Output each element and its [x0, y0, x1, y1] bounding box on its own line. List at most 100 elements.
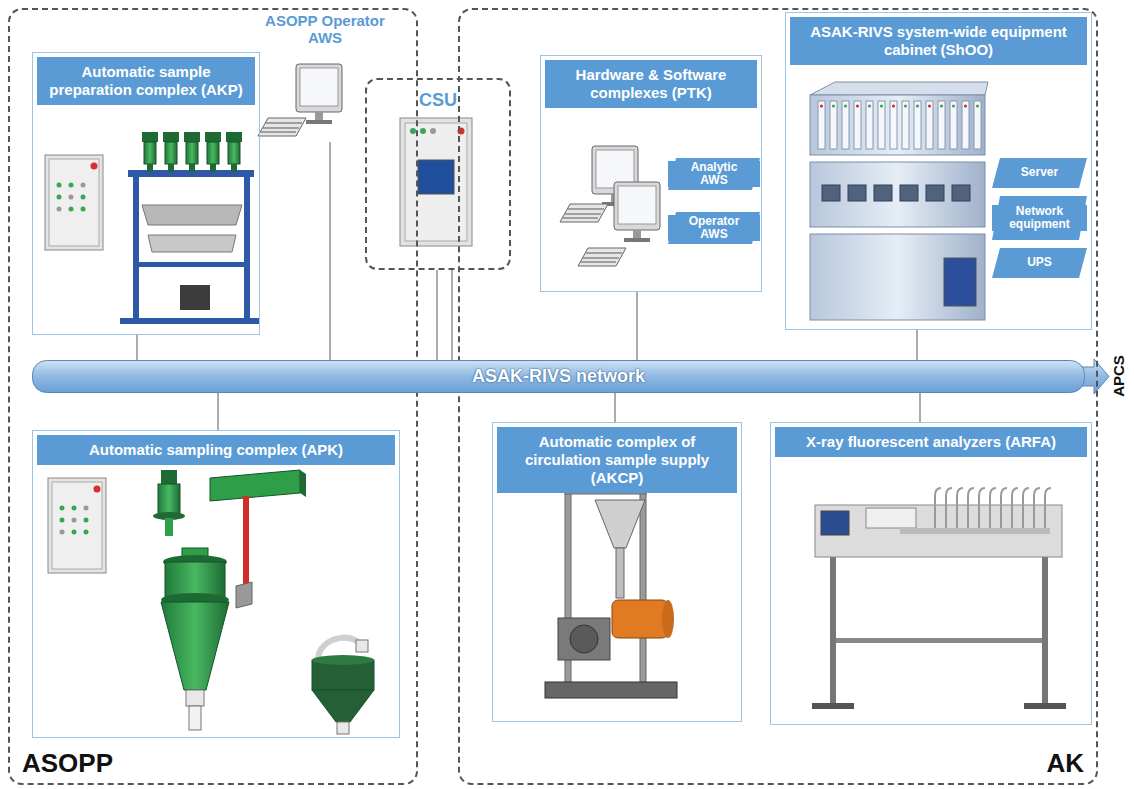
node-label: UPS [1017, 256, 1062, 269]
circulation-sample-supply [570, 625, 598, 653]
sample-preparation-rack [120, 318, 260, 324]
sampling-equipment [48, 478, 106, 573]
node-label: ASOPP Operator AWS [250, 12, 400, 51]
operator-workstation [258, 118, 306, 136]
xrf-analyzer [815, 505, 1062, 557]
network-link [919, 393, 920, 422]
operator-workstation [258, 64, 342, 136]
drive-slot [818, 101, 825, 149]
box-heading: Hardware & Software complexes (PTK) [545, 60, 757, 108]
system-region: AK Hardware & Software complexes (PTK) Ana… [458, 8, 1098, 785]
component-tag: UPS [992, 248, 1087, 278]
server-rack [810, 95, 985, 155]
status-led [868, 104, 871, 107]
complex-box: Automatic sampling complex (APK) [32, 430, 400, 738]
node-label: Operator AWS [668, 215, 760, 241]
sample-preparation-rack [142, 205, 242, 225]
network-port [822, 185, 840, 201]
status-led [904, 104, 907, 107]
network-link [614, 393, 615, 422]
xrf-analyzer [866, 508, 916, 528]
server-rack [810, 82, 988, 320]
csu-cabinet [418, 160, 454, 194]
network-bus: ASAK-RIVS network [32, 360, 1085, 393]
control-cabinet [45, 155, 103, 250]
sampling-equipment [210, 470, 300, 501]
sample-tube [935, 488, 941, 528]
tag-shape [668, 212, 760, 244]
status-led [964, 104, 967, 107]
network-port [926, 185, 944, 201]
drive-slot [950, 101, 957, 149]
sampling-equipment [165, 518, 173, 536]
sample-preparation-rack [180, 285, 210, 310]
server-rack [944, 258, 976, 306]
circulation-sample-supply [545, 682, 677, 698]
sample-tube [1001, 488, 1007, 528]
drive-slot [926, 101, 933, 149]
sampling-equipment [356, 640, 368, 652]
status-led [820, 104, 823, 107]
control-cabinet [45, 155, 103, 250]
csu-cabinet [410, 128, 416, 134]
drive-slot [854, 101, 861, 149]
sampling-equipment [337, 722, 349, 734]
sample-tube [979, 488, 985, 528]
xrf-analyzer [836, 638, 1042, 643]
server-rack [810, 234, 985, 320]
sampling-equipment [186, 690, 204, 706]
server-rack [810, 82, 988, 95]
sampling-equipment [243, 496, 249, 588]
status-led [952, 104, 955, 107]
drive-slot [938, 101, 945, 149]
sample-preparation-rack [184, 132, 200, 172]
sample-tube [1045, 488, 1051, 528]
network-pipe [33, 361, 1085, 393]
node-label: Analytic AWS [668, 161, 760, 187]
network-link [916, 330, 917, 360]
box-heading: X-ray fluorescent analyzers (ARFA) [775, 427, 1087, 457]
csu-cabinet [430, 128, 436, 134]
workstation-node: ASOPP Operator AWS [250, 12, 400, 142]
xrf-analyzer [812, 703, 854, 709]
sampling-equipment [161, 470, 177, 484]
drive-slot [830, 101, 837, 149]
status-led [892, 104, 895, 107]
circulation-sample-supply [565, 492, 571, 692]
node-label: Network equipment [992, 205, 1087, 231]
drive-slot [866, 101, 873, 149]
drive-slot [842, 101, 849, 149]
network-port [952, 185, 970, 201]
network-link [437, 270, 452, 360]
status-led [928, 104, 931, 107]
sample-preparation-rack [142, 132, 158, 172]
sample-tube [1012, 488, 1018, 528]
circulation-sample-supply [616, 548, 624, 598]
node-label: CSU [367, 80, 509, 111]
workstation-pair [560, 146, 660, 266]
status-led [976, 104, 979, 107]
sampling-equipment [236, 582, 252, 608]
status-led [916, 104, 919, 107]
complex-box: Automatic sample preparation complex (AK… [32, 52, 260, 335]
csu-cabinet [420, 128, 426, 134]
status-led [880, 104, 883, 107]
circulation-sample-supply [662, 600, 674, 638]
xrf-analyzer [900, 528, 1050, 534]
component-tag: Operator AWS [668, 212, 760, 244]
sample-preparation-rack [120, 132, 260, 324]
sample-preparation-rack [205, 132, 221, 172]
circulation-sample-supply [595, 500, 645, 548]
circulation-sample-supply [612, 600, 668, 638]
network-link [329, 142, 330, 360]
workstation-pair [560, 204, 608, 222]
sampling-equipment [312, 690, 374, 722]
node-label: Server [1011, 166, 1068, 179]
sampling-equipment [312, 655, 374, 665]
status-led [856, 104, 859, 107]
region-label: AK [1034, 748, 1096, 783]
sampling-equipment [48, 470, 374, 734]
sample-tube [1023, 488, 1029, 528]
sampling-equipment [300, 470, 306, 497]
